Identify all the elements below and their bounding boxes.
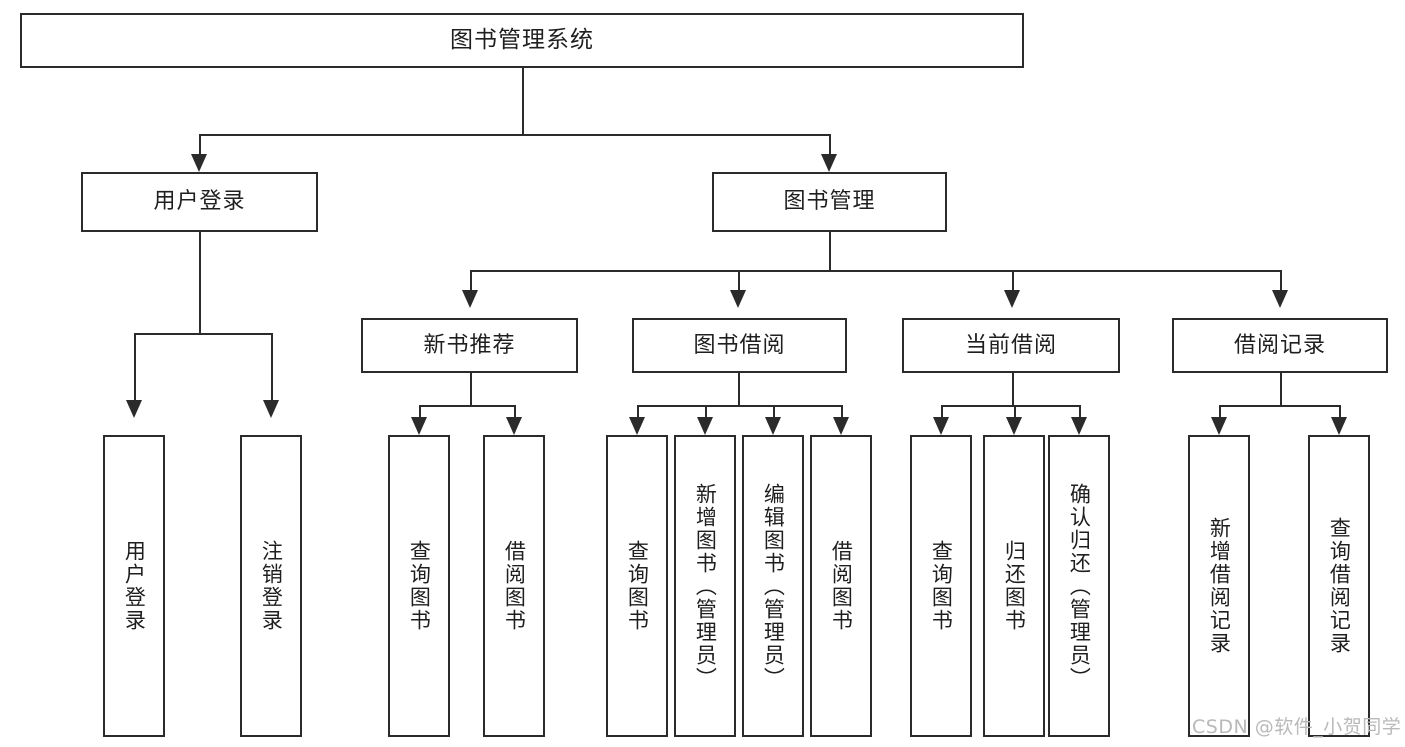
node-leaf-return-book[interactable]: 归还图书	[983, 435, 1045, 737]
node-current-loan[interactable]: 当前借阅	[902, 318, 1120, 373]
arrow-bw-3-icon	[765, 417, 781, 435]
arrow-cu-2-icon	[1006, 417, 1022, 435]
connector-borrow-bar	[637, 405, 841, 407]
arrow-borrow-icon	[730, 290, 746, 308]
arrow-rc-2-icon	[1331, 417, 1347, 435]
node-root-label: 图书管理系统	[450, 27, 594, 54]
connector-current-c1	[941, 405, 943, 417]
node-book-borrow-label: 图书借阅	[693, 332, 786, 358]
arrow-bw-1-icon	[629, 417, 645, 435]
connector-record-c2	[1339, 405, 1341, 417]
node-root[interactable]: 图书管理系统	[20, 13, 1024, 68]
node-book-mgmt[interactable]: 图书管理	[712, 172, 947, 232]
node-user-login-label: 用户登录	[153, 189, 246, 215]
node-leaf-query-book-cur[interactable]: 查询图书	[910, 435, 972, 737]
node-new-book-rec[interactable]: 新书推荐	[361, 318, 578, 373]
node-leaf-user-login[interactable]: 用户登录	[103, 435, 165, 737]
arrow-cu-1-icon	[933, 417, 949, 435]
watermark: CSDN @软件_小贺同学	[1192, 716, 1402, 738]
node-leaf-confirm-return-label: 确认归还（管理员）	[1067, 482, 1092, 690]
connector-user-login-bar	[134, 333, 271, 335]
arrow-rc-1-icon	[1211, 417, 1227, 435]
connector-current-stem	[1012, 373, 1014, 405]
connector-record-c1	[1219, 405, 1221, 417]
connector-record-bar	[1219, 405, 1339, 407]
arrow-book-mgmt-icon	[821, 154, 837, 172]
node-leaf-add-loan-record-label: 新增借阅记录	[1207, 517, 1232, 655]
connector-bm-to-borrow	[738, 270, 740, 290]
arrow-leaf-2-icon	[263, 400, 279, 418]
connector-root-to-user-login	[199, 134, 201, 154]
connector-new-book-stem	[470, 373, 472, 405]
connector-borrow-c4	[841, 405, 843, 417]
node-leaf-return-book-label: 归还图书	[1002, 540, 1027, 632]
connector-new-book-c1	[419, 405, 421, 417]
node-leaf-borrow-book-label: 借阅图书	[829, 540, 854, 632]
connector-user-login-stem	[199, 232, 201, 333]
node-leaf-query-book-cur-label: 查询图书	[929, 540, 954, 632]
node-book-mgmt-label: 图书管理	[783, 189, 876, 215]
arrow-user-login-icon	[191, 154, 207, 172]
connector-root-bar	[199, 134, 829, 136]
node-leaf-edit-book-label: 编辑图书（管理员）	[761, 482, 786, 690]
connector-user-login-left	[134, 333, 136, 400]
connector-new-book-c2	[514, 405, 516, 417]
connector-record-stem	[1280, 373, 1282, 405]
node-leaf-confirm-return[interactable]: 确认归还（管理员）	[1048, 435, 1110, 737]
arrow-nb-2-icon	[506, 417, 522, 435]
node-leaf-query-loan-record[interactable]: 查询借阅记录	[1308, 435, 1370, 737]
connector-current-c2	[1014, 405, 1016, 417]
arrow-cu-3-icon	[1071, 417, 1087, 435]
node-leaf-borrow-book-rec-label: 借阅图书	[502, 540, 527, 632]
node-leaf-query-book-rec-label: 查询图书	[407, 540, 432, 632]
node-leaf-query-loan-record-label: 查询借阅记录	[1327, 517, 1352, 655]
node-leaf-borrow-book[interactable]: 借阅图书	[810, 435, 872, 737]
node-current-loan-label: 当前借阅	[964, 332, 1057, 358]
node-leaf-logout[interactable]: 注销登录	[240, 435, 302, 737]
node-leaf-query-book-rec[interactable]: 查询图书	[388, 435, 450, 737]
arrow-bw-4-icon	[833, 417, 849, 435]
connector-bm-to-new-book	[470, 270, 472, 290]
node-leaf-user-login-label: 用户登录	[122, 540, 147, 632]
node-new-book-rec-label: 新书推荐	[423, 332, 516, 358]
node-leaf-logout-label: 注销登录	[259, 540, 284, 632]
arrow-leaf-1-icon	[126, 400, 142, 418]
connector-user-login-right	[271, 333, 273, 400]
connector-current-bar	[941, 405, 1079, 407]
connector-book-mgmt-stem	[829, 232, 831, 270]
node-leaf-query-book[interactable]: 查询图书	[606, 435, 668, 737]
connector-new-book-bar	[419, 405, 514, 407]
node-user-login[interactable]: 用户登录	[81, 172, 318, 232]
arrow-bw-2-icon	[697, 417, 713, 435]
node-leaf-borrow-book-rec[interactable]: 借阅图书	[483, 435, 545, 737]
connector-borrow-c2	[705, 405, 707, 417]
node-leaf-edit-book[interactable]: 编辑图书（管理员）	[742, 435, 804, 737]
connector-book-mgmt-bar	[470, 270, 1280, 272]
node-loan-record[interactable]: 借阅记录	[1172, 318, 1388, 373]
arrow-current-icon	[1004, 290, 1020, 308]
node-leaf-query-book-label: 查询图书	[625, 540, 650, 632]
arrow-new-book-icon	[462, 290, 478, 308]
node-book-borrow[interactable]: 图书借阅	[632, 318, 847, 373]
arrow-nb-1-icon	[411, 417, 427, 435]
connector-bm-to-record	[1280, 270, 1282, 290]
node-leaf-add-book[interactable]: 新增图书（管理员）	[674, 435, 736, 737]
connector-borrow-c3	[773, 405, 775, 417]
connector-root-stem	[522, 68, 524, 134]
connector-bm-to-current	[1012, 270, 1014, 290]
connector-borrow-stem	[738, 373, 740, 405]
node-leaf-add-book-label: 新增图书（管理员）	[693, 482, 718, 690]
node-leaf-add-loan-record[interactable]: 新增借阅记录	[1188, 435, 1250, 737]
node-loan-record-label: 借阅记录	[1233, 332, 1326, 358]
connector-root-to-book-mgmt	[829, 134, 831, 154]
connector-borrow-c1	[637, 405, 639, 417]
arrow-record-icon	[1272, 290, 1288, 308]
connector-current-c3	[1079, 405, 1081, 417]
